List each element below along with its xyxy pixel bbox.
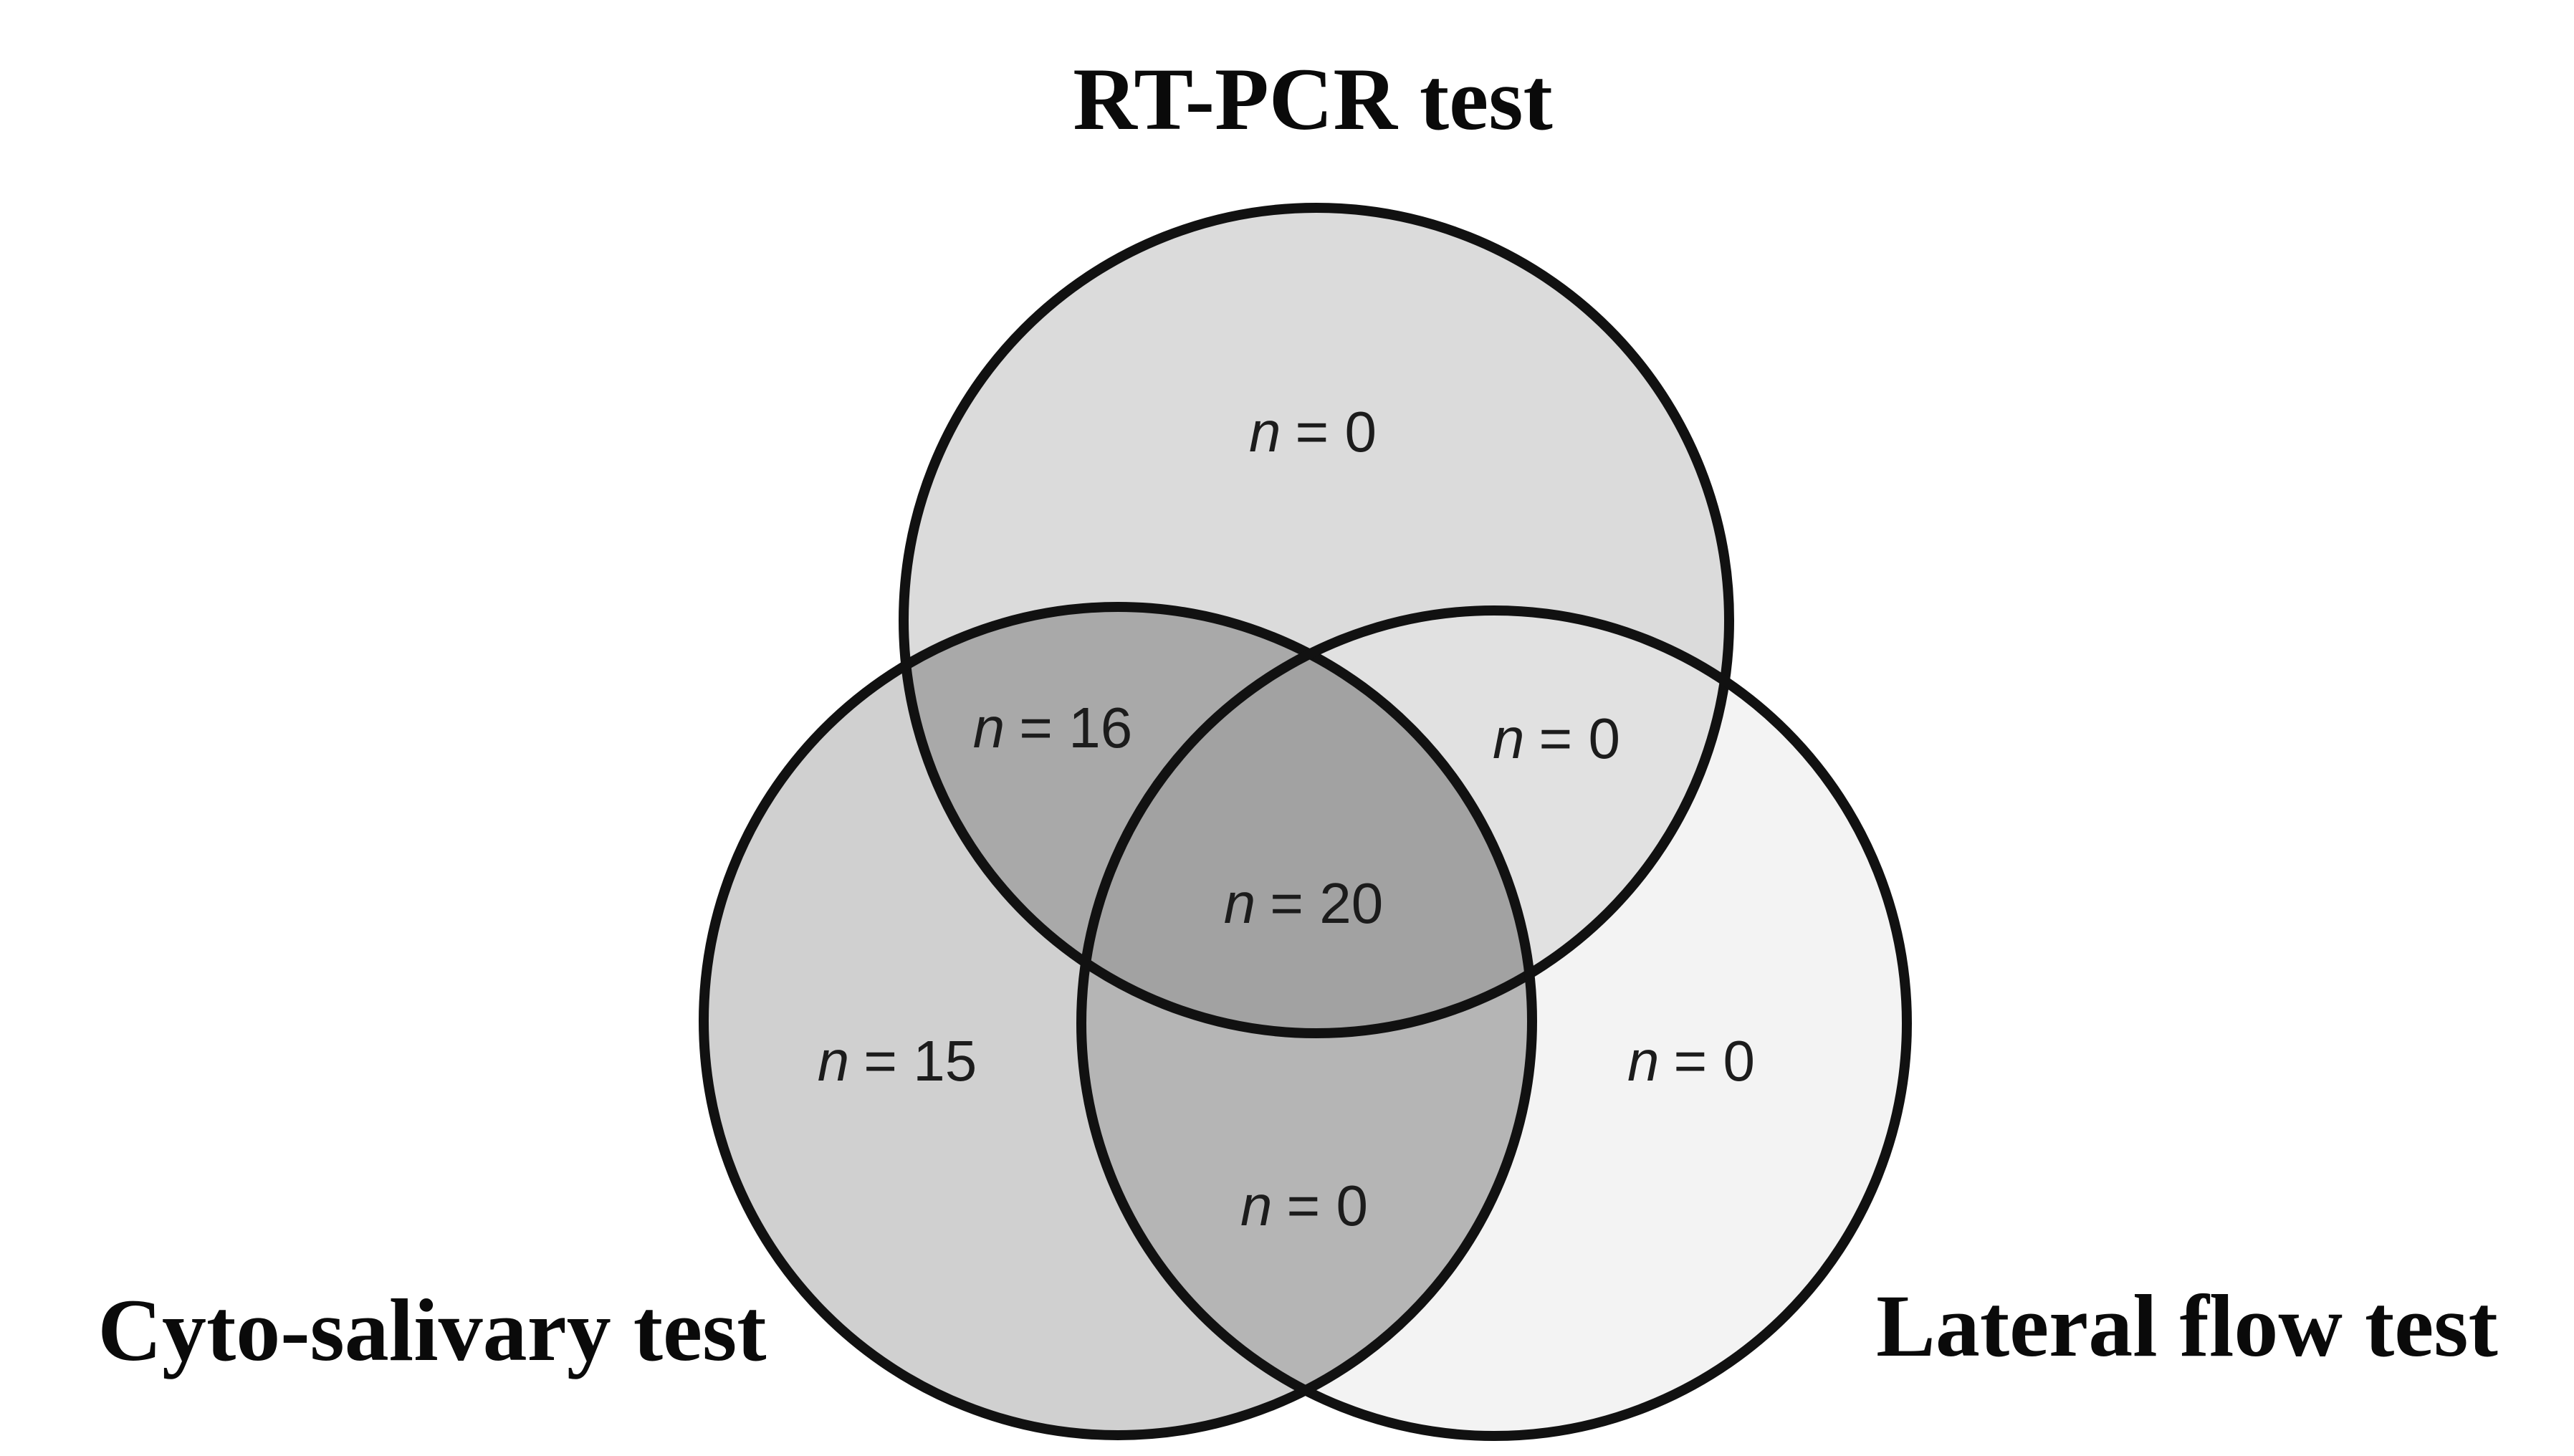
count-label-cyto-only: n= 15 bbox=[818, 1029, 977, 1093]
count-value-lateral-only: = 0 bbox=[1674, 1029, 1755, 1093]
count-value-cyto-only: = 15 bbox=[863, 1029, 977, 1093]
count-value-all-three: = 20 bbox=[1270, 871, 1383, 935]
set-label-rtpcr: RT-PCR test bbox=[1073, 50, 1553, 148]
count-label-rtpcr-cyto: n= 16 bbox=[973, 696, 1132, 760]
count-value-rtpcr-cyto: = 16 bbox=[1019, 696, 1132, 760]
count-label-lateral-only: n= 0 bbox=[1627, 1029, 1755, 1093]
count-var-cyto-only: n bbox=[818, 1029, 850, 1093]
count-label-all-three: n= 20 bbox=[1224, 871, 1383, 935]
count-label-rtpcr-only: n= 0 bbox=[1249, 400, 1377, 464]
rtpcr-circle-outline bbox=[899, 203, 1734, 1038]
count-label-rtpcr-lateral: n= 0 bbox=[1493, 707, 1620, 770]
count-label-cyto-lateral: n= 0 bbox=[1240, 1174, 1368, 1237]
count-value-cyto-lateral: = 0 bbox=[1287, 1174, 1368, 1237]
count-var-rtpcr-only: n bbox=[1249, 400, 1281, 464]
cyto-salivary-circle-outline bbox=[699, 602, 1537, 1440]
count-value-rtpcr-lateral: = 0 bbox=[1539, 707, 1620, 770]
count-var-lateral-only: n bbox=[1627, 1029, 1660, 1093]
count-var-rtpcr-lateral: n bbox=[1493, 707, 1525, 770]
count-value-rtpcr-only: = 0 bbox=[1296, 400, 1377, 464]
set-label-lateral-flow: Lateral flow test bbox=[1876, 1277, 2498, 1375]
lateral-flow-circle-outline bbox=[1076, 605, 1912, 1441]
count-var-rtpcr-cyto: n bbox=[973, 696, 1005, 760]
set-label-cyto-salivary: Cyto-salivary test bbox=[97, 1281, 766, 1379]
count-var-cyto-lateral: n bbox=[1240, 1174, 1273, 1237]
count-var-all-three: n bbox=[1224, 871, 1256, 935]
